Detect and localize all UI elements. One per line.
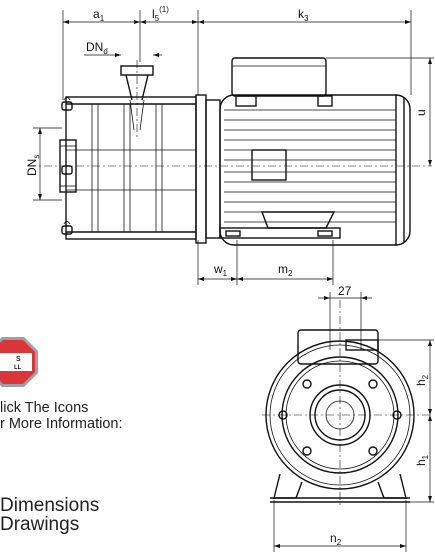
info-links: Dimensions Drawings xyxy=(0,496,99,534)
link-drawings[interactable]: Drawings xyxy=(0,514,80,535)
badge-text-1: S xyxy=(16,356,21,363)
dim-n2-label: n2 xyxy=(330,531,342,547)
dim-dnd-label: DNd xyxy=(86,40,108,56)
badge-text-2: LL xyxy=(14,365,22,371)
dim-dns-label: DNs xyxy=(25,155,41,176)
dim-l5-label: l5(1) xyxy=(152,5,169,23)
motor-fins xyxy=(224,109,396,223)
help-text: lick The Icons r More Information: xyxy=(0,400,123,432)
info-badge-icon[interactable]: S LL xyxy=(0,335,40,389)
help-line-1: lick The Icons xyxy=(0,400,89,416)
dim-k3-label: k3 xyxy=(298,7,309,23)
dim-h1-label: h1 xyxy=(414,454,430,466)
dim-a1-label: a1 xyxy=(93,7,105,23)
side-view: a1 l5(1) k3 DNd xyxy=(25,5,434,285)
dim-h2-label: h2 xyxy=(414,374,430,386)
dim-w1-label: w1 xyxy=(213,262,228,278)
front-view: 27 h2 h xyxy=(262,284,434,552)
link-dimensions[interactable]: Dimensions xyxy=(0,495,100,516)
dim-u-label: u xyxy=(414,109,428,116)
dim-m2-label: m2 xyxy=(278,262,293,278)
dim-27-label: 27 xyxy=(338,284,352,298)
help-line-2: r More Information: xyxy=(0,416,123,432)
